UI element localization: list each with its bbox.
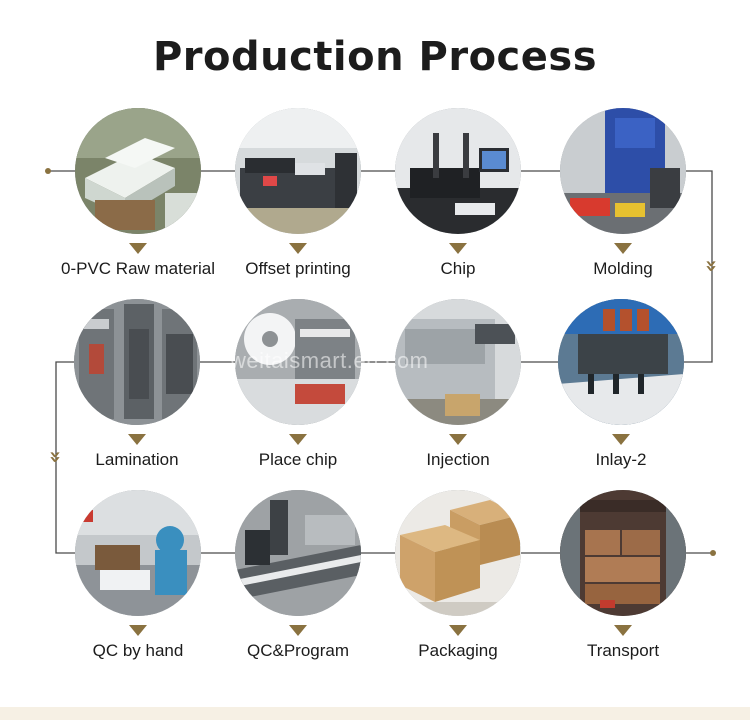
step-lamination: Lamination — [67, 299, 207, 489]
injection-photo — [395, 299, 521, 425]
arrow-down-icon — [612, 434, 630, 445]
page-title: Production Process — [152, 34, 598, 80]
arrow-down-icon — [129, 243, 147, 254]
step-qc-program: QC&Program — [228, 490, 368, 680]
start-dot — [45, 168, 51, 174]
step-label: QC&Program — [246, 641, 350, 660]
qc-by-hand-photo — [75, 490, 201, 616]
step-transport: Transport — [553, 490, 693, 680]
end-dot — [710, 550, 716, 556]
step-label: Place chip — [258, 450, 338, 469]
qc-program-photo — [235, 490, 361, 616]
step-qc-by-hand: QC by hand — [68, 490, 208, 680]
step-label: Lamination — [95, 450, 179, 469]
arrow-down-icon — [289, 625, 307, 636]
step-place-chip: Place chip — [228, 299, 368, 489]
step-label: Injection — [426, 450, 490, 469]
step-chip: Chip — [388, 108, 528, 298]
chip-photo — [395, 108, 521, 234]
arrow-down-icon — [614, 625, 632, 636]
step-label: QC by hand — [92, 641, 184, 660]
bottom-bar — [0, 707, 750, 720]
arrow-down-icon — [449, 434, 467, 445]
step-label: Chip — [440, 259, 476, 278]
step-label: Inlay-2 — [595, 450, 647, 469]
molding-photo — [560, 108, 686, 234]
inlay-photo — [558, 299, 684, 425]
step-label: Packaging — [418, 641, 498, 660]
watermark: weitaismart.en.com — [230, 348, 429, 373]
arrow-down-icon — [449, 243, 467, 254]
arrow-down-icon — [128, 434, 146, 445]
step-label: 0-PVC Raw material — [61, 259, 215, 278]
step-molding: Molding — [553, 108, 693, 298]
transport-photo — [560, 490, 686, 616]
step-inlay: Inlay-2 — [551, 299, 691, 489]
step-label: Offset printing — [245, 259, 351, 278]
packaging-photo — [395, 490, 521, 616]
arrow-down-icon — [614, 243, 632, 254]
arrow-down-icon — [449, 625, 467, 636]
lamination-photo — [74, 299, 200, 425]
offset-printing-photo — [235, 108, 361, 234]
step-offset-printing: Offset printing — [228, 108, 368, 298]
step-packaging: Packaging — [388, 490, 528, 680]
arrow-down-icon — [289, 434, 307, 445]
step-label: Transport — [586, 641, 660, 660]
step-injection: Injection — [388, 299, 528, 489]
pvc-raw-material-photo — [75, 108, 201, 234]
arrow-down-icon — [129, 625, 147, 636]
step-pvc-raw-material: 0-PVC Raw material — [61, 108, 215, 298]
place-chip-photo — [235, 299, 361, 425]
arrow-down-icon — [289, 243, 307, 254]
step-label: Molding — [593, 259, 653, 278]
